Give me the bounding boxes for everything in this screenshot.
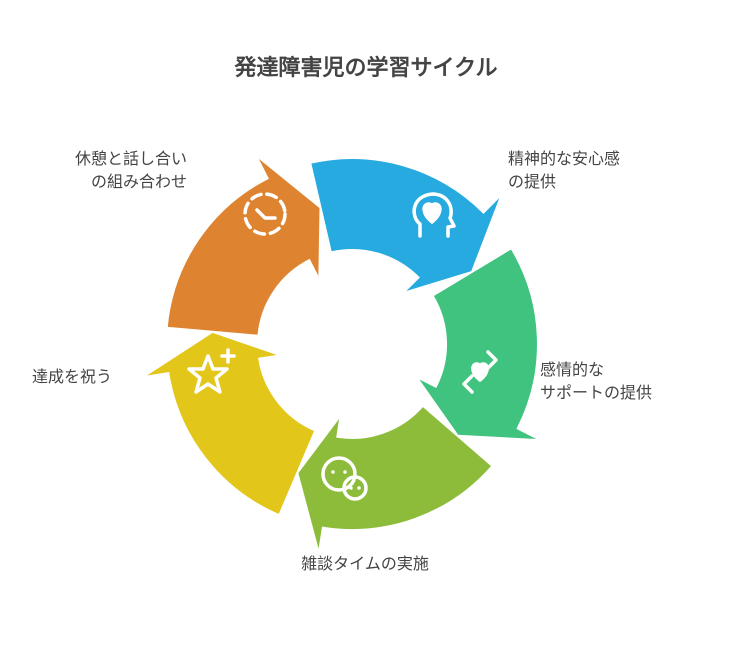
segment-celebrate <box>142 330 317 517</box>
clock-icon <box>243 192 287 236</box>
segment-mental-reassurance <box>309 157 503 295</box>
hands-heart-icon <box>462 350 498 394</box>
segment-chat-time <box>296 404 494 554</box>
segment-break-discussion <box>165 154 322 337</box>
step-label-mental-reassurance: 精神的な安心感 の提供 <box>508 149 621 191</box>
step-label-emotional-support: 感情的な サポートの提供 <box>540 360 653 402</box>
step-label-chat-time: 雑談タイムの実施 <box>301 554 429 573</box>
step-label-break-discussion: 休憩と話し合い の組み合わせ <box>74 149 187 191</box>
chat-bubbles-icon <box>321 456 368 501</box>
star-plus-icon <box>187 348 236 394</box>
step-label-celebrate: 達成を祝う <box>32 367 113 386</box>
segment-emotional-support <box>415 246 542 442</box>
diagram-title: 発達障害児の学習サイクル <box>234 56 498 81</box>
head-heart-icon <box>412 192 456 238</box>
